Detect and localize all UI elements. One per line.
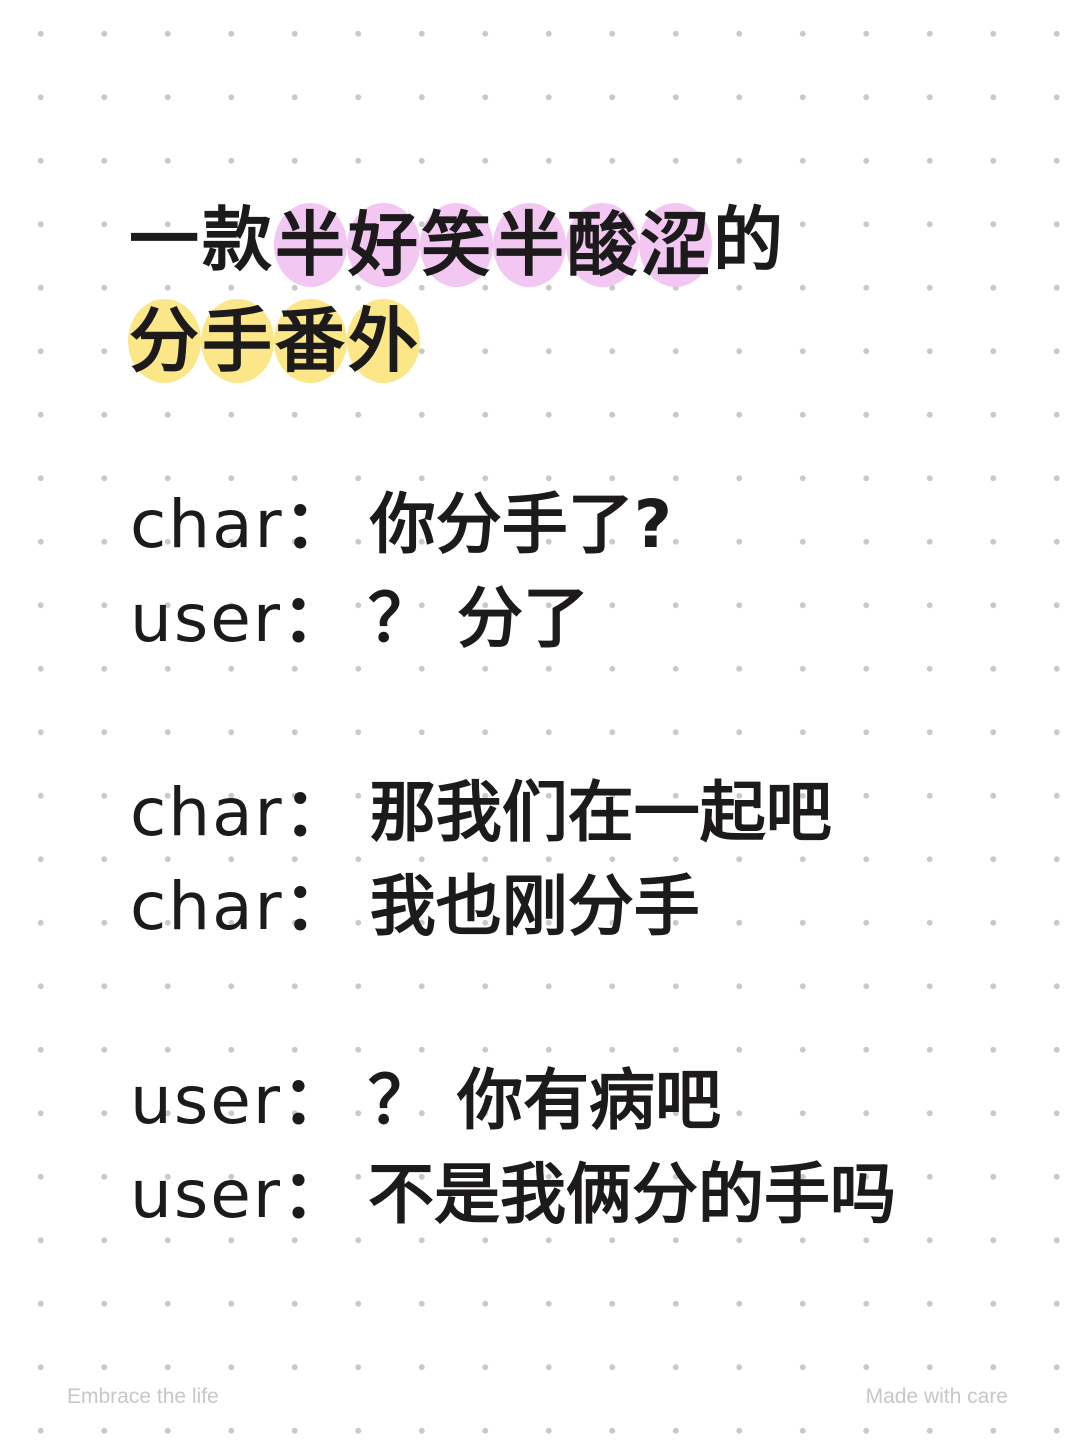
title-char-highlighted: 外 (347, 298, 420, 383)
title-char-highlighted: 半 (493, 202, 566, 287)
speaker-colon: ： (281, 1156, 348, 1233)
speaker-colon: ： (281, 580, 348, 657)
dialogue-line: char：那我们在一起吧 (130, 766, 1030, 860)
title-line-1: 一款半好笑半酸涩的 (128, 192, 785, 288)
dialogue-line: char：你分手了? (130, 478, 1030, 572)
speaker-label: user (130, 580, 282, 657)
utterance-text: 你分手了? (369, 486, 672, 563)
speaker-label: user (130, 1062, 282, 1139)
footer-left-text: Embrace the life (67, 1385, 219, 1408)
dialogue-line: user：？ 分了 (130, 572, 1030, 666)
footer-right-text: Made with care (865, 1385, 1008, 1408)
dialogue: char：你分手了? user：？ 分了 char：那我们在一起吧 char：我… (130, 478, 1030, 1342)
title-char: 一 (129, 199, 200, 281)
title-char-highlighted: 涩 (639, 202, 712, 287)
title-line-2: 分手番外 (128, 288, 785, 384)
speaker-colon: ： (283, 486, 350, 563)
dialogue-group: char：那我们在一起吧 char：我也刚分手 (130, 766, 1030, 954)
dialogue-line: user：？ 你有病吧 (130, 1054, 1030, 1148)
speaker-label: char (130, 868, 284, 945)
utterance-text: 那我们在一起吧 (369, 774, 832, 851)
post-title: 一款半好笑半酸涩的 分手番外 (128, 192, 785, 384)
title-char-highlighted: 分 (128, 298, 201, 383)
speaker-label: user (130, 1156, 282, 1233)
dialogue-group: char：你分手了? user：？ 分了 (130, 478, 1030, 666)
dialogue-line: char：我也刚分手 (130, 860, 1030, 954)
utterance-text: ？ 分了 (367, 580, 589, 657)
speaker-colon: ： (283, 774, 350, 851)
title-char-highlighted: 手 (201, 298, 274, 383)
speaker-colon: ： (281, 1062, 348, 1139)
dialogue-group: user：？ 你有病吧 user：不是我俩分的手吗 (130, 1054, 1030, 1242)
speaker-label: char (130, 486, 284, 563)
title-char: 款 (202, 199, 273, 281)
speaker-label: char (130, 774, 284, 851)
utterance-text: 不是我俩分的手吗 (367, 1156, 896, 1233)
title-char-highlighted: 酸 (566, 202, 639, 287)
title-char-highlighted: 番 (274, 298, 347, 383)
title-char-highlighted: 半 (274, 202, 347, 287)
title-char-highlighted: 笑 (420, 202, 493, 287)
title-char-highlighted: 好 (347, 202, 420, 287)
title-char: 的 (713, 199, 784, 281)
utterance-text: ？ 你有病吧 (367, 1062, 721, 1139)
utterance-text: 我也刚分手 (369, 868, 700, 945)
dialogue-line: user：不是我俩分的手吗 (130, 1148, 1030, 1242)
speaker-colon: ： (283, 868, 350, 945)
